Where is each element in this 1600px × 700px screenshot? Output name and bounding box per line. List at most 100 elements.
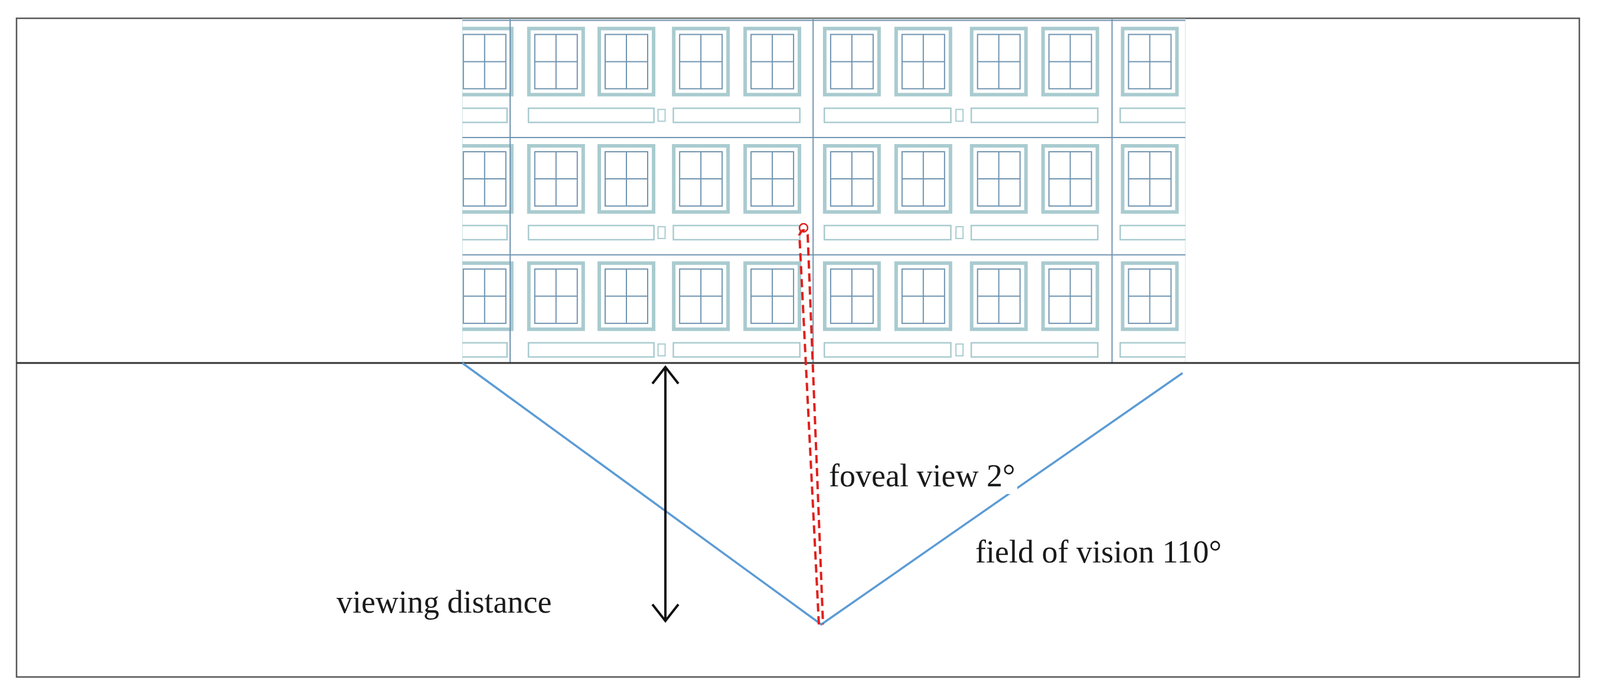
window-sash: [902, 269, 945, 324]
window-sash: [977, 269, 1021, 324]
window-transom: [463, 60, 506, 62]
window-transom: [830, 60, 874, 62]
window-sash: [1128, 34, 1171, 89]
band-joint: [658, 109, 666, 122]
spandrel-band: [462, 343, 508, 358]
window-sash: [830, 269, 874, 324]
annotation-label: foveal view 2°: [826, 457, 1018, 495]
annotation-label: field of vision 110°: [972, 533, 1224, 571]
window-frame: [824, 28, 880, 95]
window-frame: [1043, 263, 1098, 330]
window-sash: [1128, 269, 1171, 324]
window-frame: [1122, 263, 1177, 330]
window-transom: [977, 295, 1021, 297]
window-frame: [462, 28, 512, 95]
window-frame: [745, 145, 800, 212]
window-transom: [679, 60, 723, 62]
spandrel-band: [1120, 225, 1186, 240]
window-transom: [1128, 60, 1171, 62]
window-frame: [824, 263, 880, 330]
window-sash: [463, 151, 506, 207]
window-transom: [534, 295, 578, 297]
window-frame: [896, 145, 951, 212]
window-transom: [1049, 60, 1092, 62]
window-frame: [824, 145, 880, 212]
window-transom: [1049, 295, 1092, 297]
window-transom: [679, 178, 723, 180]
foveal-view-lines: [799, 230, 824, 625]
window-sash: [679, 151, 723, 207]
window-frame: [673, 145, 728, 212]
floor-line: [462, 19, 1186, 21]
window-transom: [1128, 178, 1171, 180]
spandrel-band: [971, 108, 1098, 123]
window-transom: [977, 60, 1021, 62]
window-sash: [463, 34, 506, 89]
window-frame: [896, 28, 951, 95]
floor-line: [462, 136, 1186, 139]
window-frame: [1122, 28, 1177, 95]
window-sash: [830, 34, 874, 89]
window-sash: [679, 34, 723, 89]
window-frame: [462, 263, 512, 330]
spandrel-band: [971, 225, 1098, 240]
window-transom: [750, 60, 794, 62]
window-frame: [971, 28, 1027, 95]
spandrel-band: [1120, 343, 1186, 358]
window-frame: [971, 263, 1027, 330]
outer-frame: [16, 18, 1580, 678]
window-sash: [1128, 151, 1171, 207]
spandrel-band: [462, 225, 508, 240]
window-frame: [896, 263, 951, 330]
spandrel-band: [528, 225, 655, 240]
spandrel-band: [1120, 108, 1186, 123]
spandrel-band: [824, 343, 951, 358]
column-line: [812, 18, 814, 364]
window-frame: [529, 28, 584, 95]
window-frame: [529, 263, 584, 330]
building-facade: [462, 18, 1186, 364]
window-sash: [679, 269, 723, 324]
window-frame: [1122, 145, 1177, 212]
window-transom: [463, 178, 506, 180]
window-frame: [599, 28, 654, 95]
spandrel-band: [673, 225, 800, 240]
spandrel-band: [528, 108, 655, 123]
band-joint: [955, 226, 963, 239]
column-line: [509, 18, 511, 364]
window-transom: [902, 178, 945, 180]
window-frame: [673, 263, 728, 330]
window-sash: [1049, 151, 1092, 207]
column-line: [1111, 18, 1113, 364]
window-sash: [534, 269, 578, 324]
window-sash: [830, 151, 874, 207]
window-transom: [750, 178, 794, 180]
viewing-distance-arrow: [652, 367, 679, 622]
window-transom: [902, 295, 945, 297]
window-frame: [745, 263, 800, 330]
ground-line: [16, 362, 1580, 365]
window-sash: [605, 269, 648, 324]
annotation-label: viewing distance: [334, 583, 554, 621]
floor-line: [462, 254, 1186, 256]
window-frame: [462, 145, 512, 212]
window-frame: [673, 28, 728, 95]
window-transom: [534, 178, 578, 180]
window-sash: [750, 269, 794, 324]
window-frame: [529, 145, 584, 212]
window-sash: [463, 269, 506, 324]
window-transom: [605, 178, 648, 180]
window-sash: [750, 151, 794, 207]
window-sash: [605, 34, 648, 89]
spandrel-band: [824, 108, 951, 123]
window-frame: [745, 28, 800, 95]
window-transom: [605, 60, 648, 62]
window-sash: [1049, 269, 1092, 324]
window-transom: [977, 178, 1021, 180]
window-transom: [534, 60, 578, 62]
window-sash: [750, 34, 794, 89]
window-frame: [599, 263, 654, 330]
window-frame: [599, 145, 654, 212]
window-sash: [977, 34, 1021, 89]
